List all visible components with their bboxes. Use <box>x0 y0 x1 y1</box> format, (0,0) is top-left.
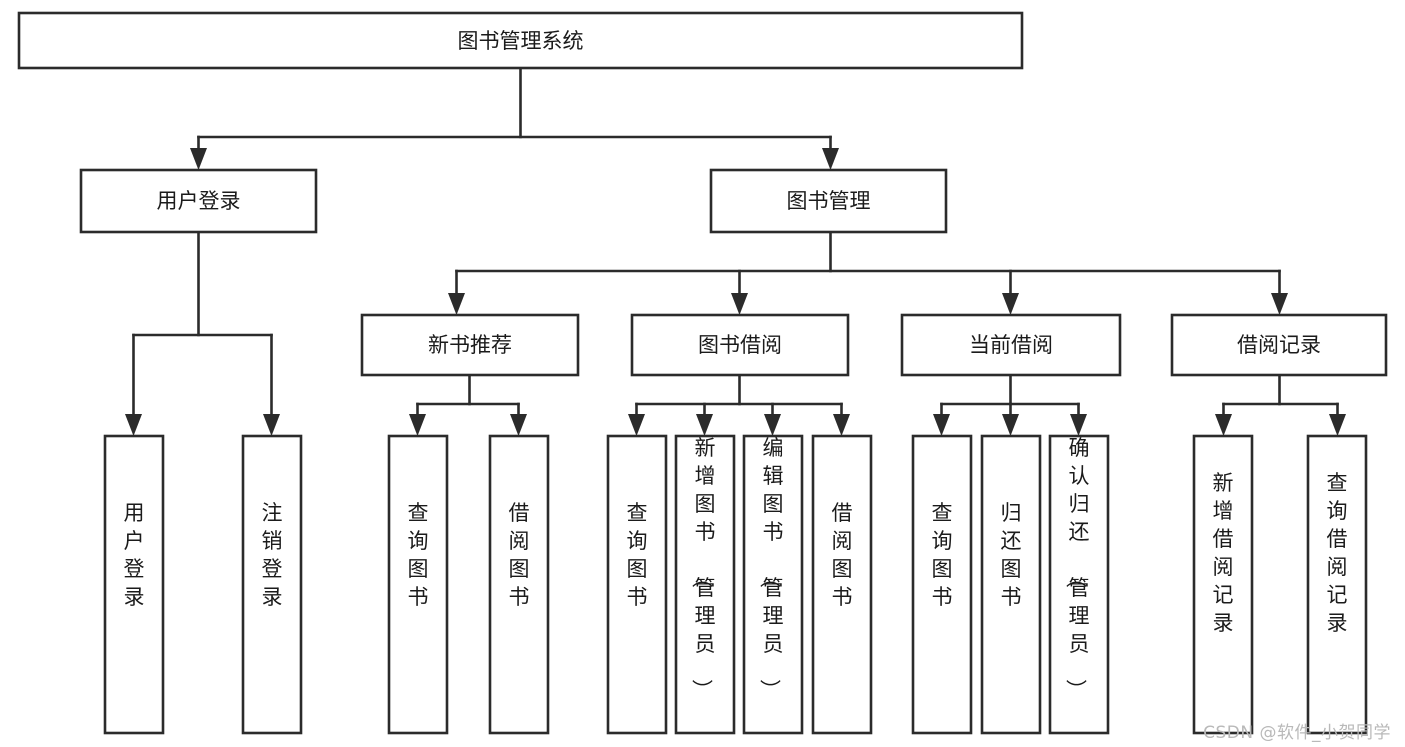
node-borrow-records[interactable]: 借阅记录 <box>1170 313 1388 377</box>
connector-layer <box>125 66 1346 436</box>
leaf-node[interactable]: 查询借阅记录 <box>1306 434 1368 735</box>
leaf-box-borrow-edit[interactable] <box>742 434 804 735</box>
leaf-box-logout[interactable] <box>241 434 303 735</box>
book-borrow-box[interactable] <box>630 313 850 377</box>
leaf-box-newbook-borrow[interactable] <box>488 434 550 735</box>
leaf-label-newbook-query: 查询图书 <box>408 501 429 609</box>
leaf-node[interactable]: 借阅图书 <box>488 434 550 735</box>
leaf-label-borrow-edit: 编辑图书（管理员） <box>758 436 784 700</box>
arrow-to-leaf-logout <box>263 414 280 436</box>
leaf-label-current-confirm: 确认归还（管理员） <box>1064 436 1090 700</box>
borrow-records-box[interactable] <box>1170 313 1388 377</box>
leaf-box-borrow-do[interactable] <box>811 434 873 735</box>
arrow-to-borrow-leaf-2 <box>696 414 713 436</box>
arrow-to-records-leaf-2 <box>1329 414 1346 436</box>
node-new-book-recommend[interactable]: 新书推荐 <box>360 313 580 377</box>
leaf-label-borrow-do: 借阅图书 <box>832 501 853 609</box>
leaf-node[interactable]: 编辑图书（管理员） <box>742 434 804 735</box>
arrow-to-records-leaf-1 <box>1215 414 1232 436</box>
arrow-to-borrow-leaf-4 <box>833 414 850 436</box>
leaf-node[interactable]: 新增借阅记录 <box>1192 434 1254 735</box>
leaf-node[interactable]: 确认归还（管理员） <box>1048 434 1110 735</box>
arrow-to-newbook-leaf-2 <box>510 414 527 436</box>
leaf-label-borrow-query: 查询图书 <box>627 501 648 609</box>
book-management-box[interactable] <box>709 168 948 234</box>
arrow-to-borrow-records <box>1271 293 1288 315</box>
leaf-label-newbook-borrow: 借阅图书 <box>509 501 530 609</box>
leaf-box-current-confirm[interactable] <box>1048 434 1110 735</box>
leaf-node[interactable]: 借阅图书 <box>811 434 873 735</box>
leaf-node[interactable]: 查询图书 <box>387 434 449 735</box>
leaf-node[interactable]: 归还图书 <box>980 434 1042 735</box>
current-borrow-box[interactable] <box>900 313 1122 377</box>
leaf-box-current-query[interactable] <box>911 434 973 735</box>
leaf-box-borrow-query[interactable] <box>606 434 668 735</box>
arrow-to-current-leaf-1 <box>933 414 950 436</box>
user-login-label: 用户登录 <box>157 189 241 213</box>
arrow-to-new-book-recommend <box>448 293 465 315</box>
leaf-node[interactable]: 注销登录 <box>241 434 303 735</box>
leaf-label-logout: 注销登录 <box>262 501 283 609</box>
new-book-recommend-box[interactable] <box>360 313 580 377</box>
leaf-label-current-return: 归还图书 <box>1001 501 1022 609</box>
arrow-to-book-borrow <box>731 293 748 315</box>
arrow-to-current-borrow <box>1002 293 1019 315</box>
leaf-node[interactable]: 查询图书 <box>606 434 668 735</box>
arrow-to-user-login <box>190 148 207 170</box>
node-book-management[interactable]: 图书管理 <box>709 168 948 234</box>
node-book-borrow[interactable]: 图书借阅 <box>630 313 850 377</box>
leaf-box-newbook-query[interactable] <box>387 434 449 735</box>
leaf-node[interactable]: 用户登录 <box>103 434 165 735</box>
arrow-to-newbook-leaf-1 <box>409 414 426 436</box>
leaf-label-borrow-add: 新增图书（管理员） <box>690 436 716 700</box>
root-box[interactable] <box>17 11 1024 70</box>
leaf-box-records-add[interactable] <box>1192 434 1254 735</box>
leaf-box-records-query[interactable] <box>1306 434 1368 735</box>
book-borrow-label: 图书借阅 <box>698 333 782 357</box>
leaf-node[interactable]: 查询图书 <box>911 434 973 735</box>
root-label: 图书管理系统 <box>458 29 584 53</box>
borrow-records-label: 借阅记录 <box>1237 333 1321 357</box>
leaf-label-current-query: 查询图书 <box>932 501 953 609</box>
leaf-box-current-return[interactable] <box>980 434 1042 735</box>
arrow-to-leaf-user-login <box>125 414 142 436</box>
book-management-label: 图书管理 <box>787 189 871 213</box>
node-root[interactable]: 图书管理系统 <box>17 11 1024 70</box>
leaf-box-user-login[interactable] <box>103 434 165 735</box>
leaf-label-user-login: 用户登录 <box>124 501 145 609</box>
leaf-box-borrow-add[interactable] <box>674 434 736 735</box>
leaf-label-records-add: 新增借阅记录 <box>1213 471 1234 635</box>
arrow-to-borrow-leaf-1 <box>628 414 645 436</box>
node-user-login[interactable]: 用户登录 <box>79 168 318 234</box>
arrow-to-current-leaf-3 <box>1070 414 1087 436</box>
arrow-to-current-leaf-2 <box>1002 414 1019 436</box>
user-login-box[interactable] <box>79 168 318 234</box>
watermark: CSDN @软件_小贺同学 <box>1203 723 1391 743</box>
leaf-label-records-query: 查询借阅记录 <box>1327 471 1348 635</box>
leaf-node[interactable]: 新增图书（管理员） <box>674 434 736 735</box>
arrow-to-book-management <box>822 148 839 170</box>
current-borrow-label: 当前借阅 <box>969 333 1053 357</box>
arrow-to-borrow-leaf-3 <box>764 414 781 436</box>
new-book-recommend-label: 新书推荐 <box>428 333 512 357</box>
node-current-borrow[interactable]: 当前借阅 <box>900 313 1122 377</box>
